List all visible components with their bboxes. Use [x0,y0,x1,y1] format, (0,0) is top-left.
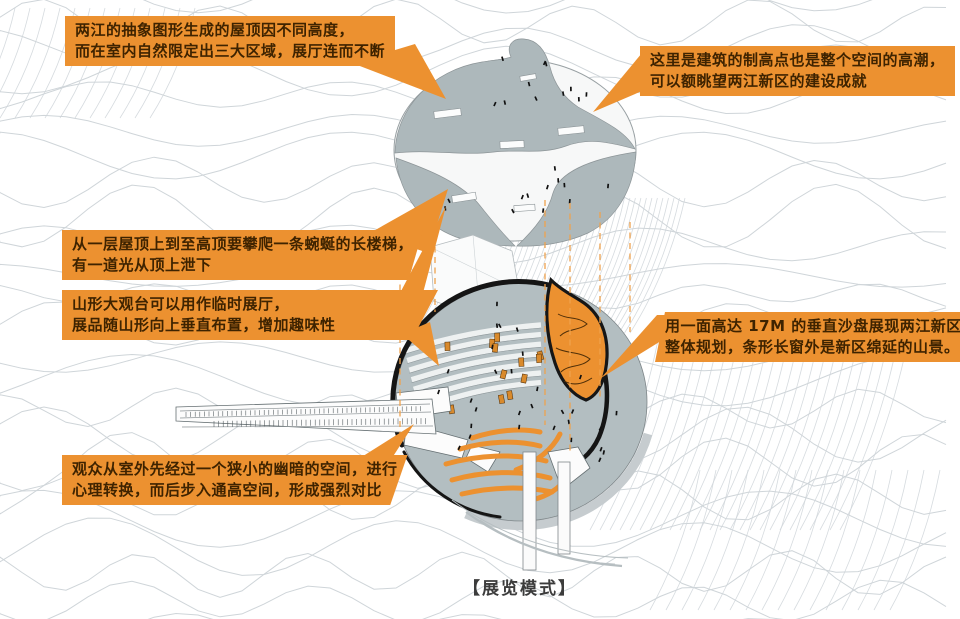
under-ramp-curve [479,519,616,565]
bench [469,427,543,441]
callout-tail-mountain-platform-up [400,206,446,293]
callout-tail-entry-sequence [360,424,414,458]
callout-text-line: 山形大观台可以用作临时展厅， [72,295,290,313]
skylight [557,125,585,136]
curved-benches [443,427,569,503]
skylight [513,203,536,213]
ramp-deck [175,398,437,435]
page-title: 【展览模式】 [463,579,577,599]
skylight [433,107,462,119]
bench [457,439,543,452]
upper-roof [393,38,637,247]
ramp-rail [179,403,431,412]
callout-text-line: 两江的抽象图形生成的屋顶因不同高度， [75,21,355,39]
under-ramp-curve [451,499,629,559]
lower-rim-band [464,432,653,531]
sand-table-contour [555,347,591,373]
callout-long-staircase: 从一层屋顶上到至高顶要攀爬一条蜿蜒的长楼梯， 有一道光从顶上泄下 [62,230,424,280]
callout-sand-table: 用一面高达 17M 的垂直沙盘展现两江新区的 整体规划，条形长窗外是新区绵延的山… [655,312,960,362]
callout-text-line: 从一层屋顶上到至高顶要攀爬一条蜿蜒的长楼梯， [72,235,414,253]
roof-skylights [433,73,585,213]
bench [513,431,563,473]
callout-text-line: 这里是建筑的制高点也是整个空间的高潮， [650,51,945,69]
callout-text-line: 展品随山形向上垂直布置，增加趣味性 [72,316,336,334]
vertical-sand-table [545,276,609,402]
terraced-platform [404,322,542,412]
callout-text-line: 可以额眺望两江新区的建设成就 [650,72,868,90]
callout-text-line: 用一面高达 17M 的垂直沙盘展现两江新区的 [665,317,960,335]
callout-text-line: 而在室内自然限定出三大区域，展厅连而不断 [75,42,386,60]
roof-people-marks [444,56,610,214]
lower-plan [175,276,653,571]
callout-entry-sequence: 观众从室外先经过一个狭小的幽暗的空间，进行 心理转换，而后步入通高空间，形成强烈… [62,455,408,505]
skylight [519,73,537,82]
roof-right-surface [516,151,637,247]
ramp-rail [181,425,434,428]
callout-text-line: 观众从室外先经过一个狭小的幽暗的空间，进行 [72,460,398,478]
skylight [451,191,477,204]
callout-high-point: 这里是建筑的制高点也是整个空间的高潮， 可以额眺望两江新区的建设成就 [640,46,955,96]
callout-text-line: 整体规划，条形长窗外是新区绵延的山景。 [665,338,960,356]
skylight [499,140,525,149]
roof-top-surface [394,38,636,154]
curved-wall-bottom [402,450,502,519]
callout-tail-high-point [593,53,642,112]
callout-roof-zones: 两江的抽象图形生成的屋顶因不同高度， 而在室内自然限定出三大区域，展厅连而不断 [65,16,396,66]
support-pillar [557,461,571,555]
floor-people-marks [437,301,618,463]
entrance-ramp [175,398,437,435]
bench [449,470,553,483]
support-pillar [522,451,537,571]
sand-table-contour [563,377,593,385]
ramp-hatch [185,406,426,427]
sand-table-contour [557,313,588,337]
ramp-rail [179,411,432,419]
callout-text-line: 心理转换，而后步入通高空间，形成强烈对比 [72,481,383,499]
callout-mountain-platform: 山形大观台可以用作临时展厅， 展品随山形向上垂直布置，增加趣味性 [62,290,438,340]
callout-text-line: 有一道光从顶上泄下 [72,256,212,274]
bench [459,485,555,497]
